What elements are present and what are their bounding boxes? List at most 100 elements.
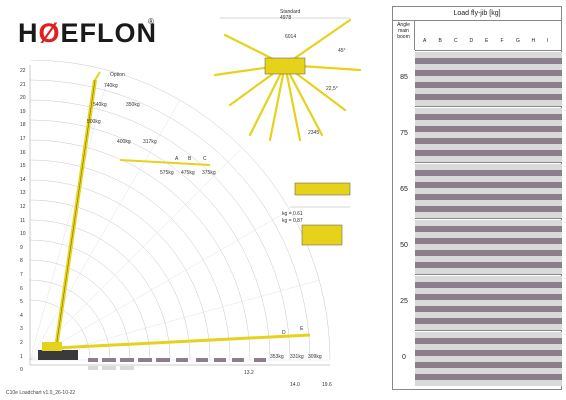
table-row [415,324,562,330]
load-label-11: 309kg [308,354,322,360]
crawler-base [38,350,78,360]
table-row [415,332,562,338]
option-label: Option [110,72,125,78]
bottom-scale-2: 14.0 [290,382,300,388]
column-header: C [454,38,458,44]
angle-header: Angle main boom [393,20,415,50]
height-scale-label: 16 [20,149,26,156]
table-row [415,226,562,232]
table-row [415,52,562,58]
table-row [415,176,562,182]
table-row [415,350,562,356]
angle-group-label: 50 [400,242,408,249]
top-view-diagram [213,17,362,142]
height-scale-label: 3 [20,326,23,333]
bottom-scale-3: 19.6 [322,382,332,388]
standard-label: Standard [280,9,301,15]
top-width-total: 6014 [285,34,297,40]
load-label-10: 331kg [290,354,304,360]
angle-group-label: 0 [402,354,406,361]
table-row [415,126,562,132]
table-row [415,262,562,268]
column-header: F [500,38,504,44]
table-row [415,100,562,106]
logo-letter-h: H [18,18,39,48]
column-header: B [438,38,442,44]
logo-letters-eflon: EFLON [60,18,158,48]
angle-header-line1: Angle [397,22,410,28]
jib-letter-a: A [175,156,179,162]
angle-45: 45° [338,48,346,54]
height-scale-label: 22 [20,68,26,74]
height-scale-label: 10 [20,231,26,238]
table-row [415,232,562,238]
table-row [415,362,562,368]
table-row [415,188,562,194]
table-row [415,206,562,212]
column-header: E [485,38,489,44]
height-scale-label: 8 [20,258,23,265]
table-row [415,282,562,288]
table-row [415,300,562,306]
height-scale-label: 15 [20,163,26,170]
table-row [415,94,562,100]
height-scale-label: 9 [20,244,23,251]
table-row [415,170,562,176]
load-label-7: 475kg [181,170,195,176]
angle-group [415,330,562,387]
angle-group-label: 75 [400,130,408,137]
column-header: D [469,38,474,44]
horizontal-jib [54,333,311,350]
table-row [415,356,562,362]
jib-letter-e: E [300,326,304,332]
table-row [415,288,562,294]
angle-group [415,218,562,275]
table-row [415,338,562,344]
table-row [415,120,562,126]
table-row [415,374,562,380]
height-scale-label: 0 [20,367,23,374]
column-header: H [531,38,536,44]
height-scale-label: 4 [20,312,23,319]
load-label-6: 575kg [160,170,174,176]
table-row [415,238,562,244]
height-scale-label: 13 [20,190,26,197]
angle-group [415,274,562,331]
table-row [415,182,562,188]
column-header: I [547,38,549,44]
height-scale-label: 18 [20,122,26,129]
fly-jib-option [94,71,101,81]
table-row [415,318,562,324]
table-row [415,294,562,300]
table-row [415,144,562,150]
kg-label-2: kg = 0.87 [282,218,303,224]
angle-22: 22,5° [326,86,338,92]
angle-group [415,106,562,163]
top-width-standard: 4978 [280,15,292,21]
height-scale-label: 2 [20,340,23,346]
table-row [415,114,562,120]
height-scale-label: 6 [20,285,23,292]
table-row [415,58,562,64]
angle-group-label: 25 [400,298,408,305]
angle-header-line3: boom [397,34,410,40]
column-header: A [423,38,427,44]
height-scale-label: 1 [20,353,23,360]
brand-logo: HØEFLON [18,18,157,49]
ground-load-bars [88,358,266,362]
table-row [415,344,562,350]
table-row [415,268,562,274]
height-scale-label: 20 [20,95,26,102]
load-label-4: 400kg [117,139,131,145]
height-scale-label: 14 [20,176,26,183]
crane-body [42,342,62,351]
height-scale-label: 7 [20,272,23,278]
table-row [415,164,562,170]
table-row [415,250,562,256]
angle-group [415,162,562,219]
load-label-9: 353kg [270,354,284,360]
table-row [415,64,562,70]
table-row [415,200,562,206]
